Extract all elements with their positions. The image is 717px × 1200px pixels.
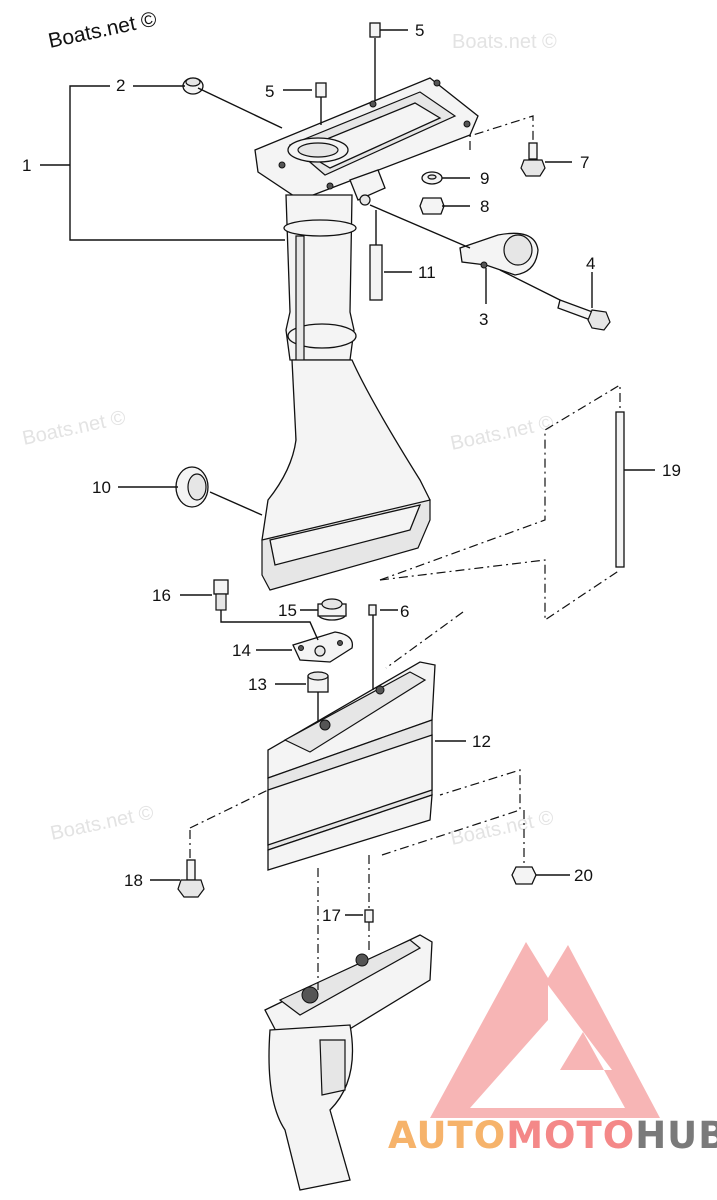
- logo-word-auto: AUTO: [388, 1114, 506, 1157]
- callout-9: 9: [480, 169, 489, 188]
- part-20-nut: [511, 866, 537, 885]
- part-12-extension-housing: [267, 661, 436, 871]
- lower-gearcase: [264, 934, 433, 1191]
- callout-3: 3: [479, 310, 488, 329]
- part-5b-pin: [315, 82, 327, 98]
- callout-4: 4: [586, 254, 595, 273]
- logo-triangle-icon: [430, 942, 660, 1118]
- leader-lines: [40, 29, 655, 990]
- watermark-corner: Boats.net ©: [46, 7, 159, 52]
- watermark-4: Boats.net ©: [48, 802, 155, 845]
- callout-5a: 5: [415, 21, 424, 40]
- callout-labels: 1 2 3 4 5 5 6 7 8 9 10 11 12 13 14 15 16…: [22, 21, 681, 925]
- part-7-bolt: [520, 142, 546, 177]
- part-4-bolt: [557, 299, 611, 331]
- part-17-pin: [364, 909, 374, 923]
- part-11-pin: [369, 244, 383, 301]
- part-13-collar: [307, 671, 329, 693]
- callout-17: 17: [322, 906, 341, 925]
- automotohub-logo: AUTOMOTOHUB: [388, 942, 717, 1157]
- callout-8: 8: [480, 197, 489, 216]
- part-19-rod: [615, 411, 625, 568]
- logo-word-hub: HUB: [635, 1114, 717, 1157]
- callout-20: 20: [574, 866, 593, 885]
- callout-2: 2: [116, 76, 125, 95]
- watermark-5: Boats.net ©: [448, 807, 555, 850]
- part-2-plug: [182, 77, 204, 95]
- callout-5b: 5: [265, 82, 274, 101]
- callout-14: 14: [232, 641, 251, 660]
- part-18-bolt: [177, 859, 205, 898]
- callout-13: 13: [248, 675, 267, 694]
- watermark-2: Boats.net ©: [20, 407, 127, 450]
- watermark-1: Boats.net ©: [452, 31, 557, 53]
- callout-6: 6: [400, 602, 409, 621]
- callout-18: 18: [124, 871, 143, 890]
- svg-text:AUTOMOTOHUB: AUTOMOTOHUB: [388, 1114, 717, 1157]
- part-8-nut: [419, 197, 445, 215]
- part-3-clamp: [459, 232, 539, 276]
- part-5a-pin: [369, 22, 381, 38]
- upper-casing: [254, 77, 479, 591]
- part-16-bolt: [213, 579, 229, 611]
- callout-10: 10: [92, 478, 111, 497]
- callout-16: 16: [152, 586, 171, 605]
- callout-15: 15: [278, 601, 297, 620]
- watermark-3: Boats.net ©: [448, 412, 555, 455]
- callout-1: 1: [22, 156, 31, 175]
- callout-19: 19: [662, 461, 681, 480]
- logo-word-moto: MOTO: [506, 1114, 635, 1157]
- callout-11: 11: [418, 263, 436, 282]
- part-6-pin: [368, 604, 377, 616]
- part-10-grommet: [175, 466, 209, 508]
- part-15-bushing: [317, 598, 347, 621]
- callout-7: 7: [580, 153, 589, 172]
- callout-12: 12: [472, 732, 491, 751]
- part-14-plate: [292, 631, 354, 663]
